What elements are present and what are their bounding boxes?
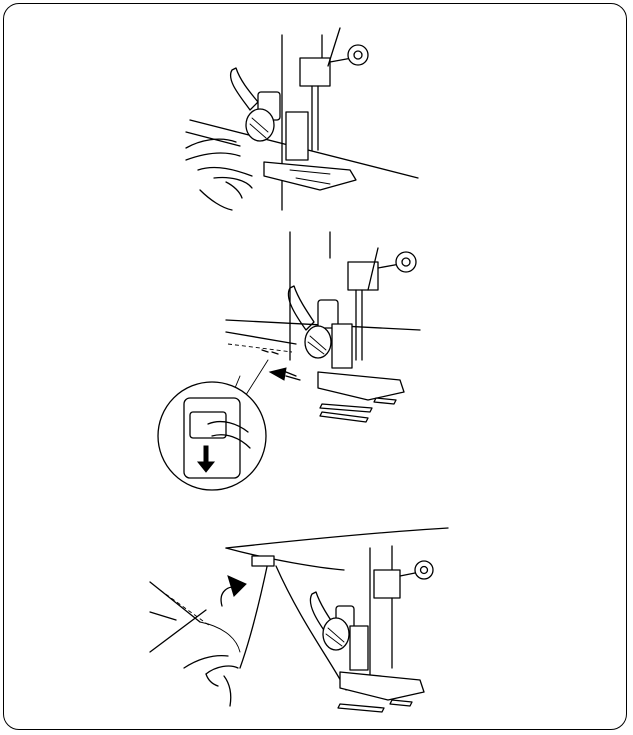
presser-foot-3: [340, 672, 424, 700]
panel-1-sewing-machine: [186, 28, 418, 210]
needle-clamp: [300, 58, 330, 86]
panel-3-thread-cutter: [150, 528, 448, 712]
pull-thread-arrow: [228, 576, 246, 596]
panel-2-reverse-stitch: [158, 232, 420, 490]
presser-foot-screw-2: [305, 326, 331, 358]
presser-foot-screw-3: [323, 618, 349, 650]
presser-foot: [264, 162, 356, 190]
reverse-arrow: [270, 368, 286, 380]
presser-foot-2: [318, 372, 404, 400]
